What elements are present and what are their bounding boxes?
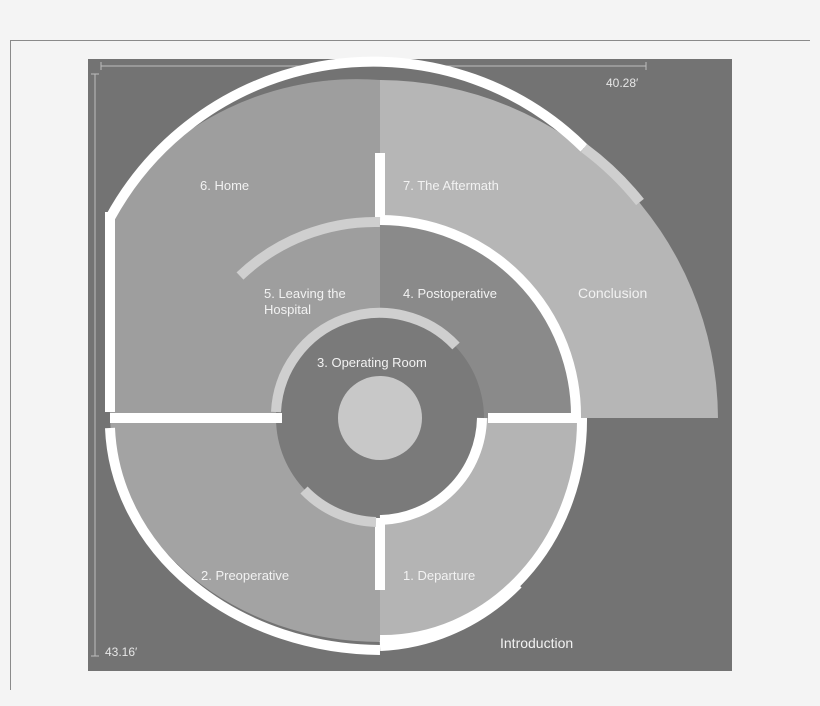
openings (236, 143, 644, 527)
label-operating-room: 3. Operating Room (317, 355, 427, 370)
width-dimension-label: 40.28′ (606, 76, 639, 90)
walls (105, 56, 588, 655)
label-departure: 1. Departure (403, 568, 475, 583)
label-aftermath: 7. The Aftermath (403, 178, 499, 193)
frame-left-rule (10, 40, 11, 690)
wall-outer-arc-top (105, 56, 588, 221)
opening-operating-exit (300, 486, 377, 527)
wall-introduction-arc (379, 580, 522, 651)
opening-operating-arc (271, 307, 460, 413)
label-home: 6. Home (200, 178, 249, 193)
frame-top-rule (10, 40, 810, 41)
opening-leaving-arc (236, 216, 381, 280)
operating-table-circle (338, 376, 422, 460)
wall-operating-arc (379, 417, 487, 525)
opening-aftermath-exit (581, 143, 644, 206)
label-postoperative: 4. Postoperative (403, 286, 497, 301)
label-preoperative: 2. Preoperative (201, 568, 289, 583)
label-leaving-line2: Hospital (264, 302, 311, 317)
label-leaving-line1: 5. Leaving the (264, 286, 346, 301)
height-dimension-label: 43.16′ (105, 645, 138, 659)
wall-postoperative-arc (379, 215, 582, 423)
wall-outer-arc-bottom-left (105, 427, 381, 655)
label-conclusion: Conclusion (578, 285, 647, 301)
label-introduction: Introduction (500, 635, 573, 651)
